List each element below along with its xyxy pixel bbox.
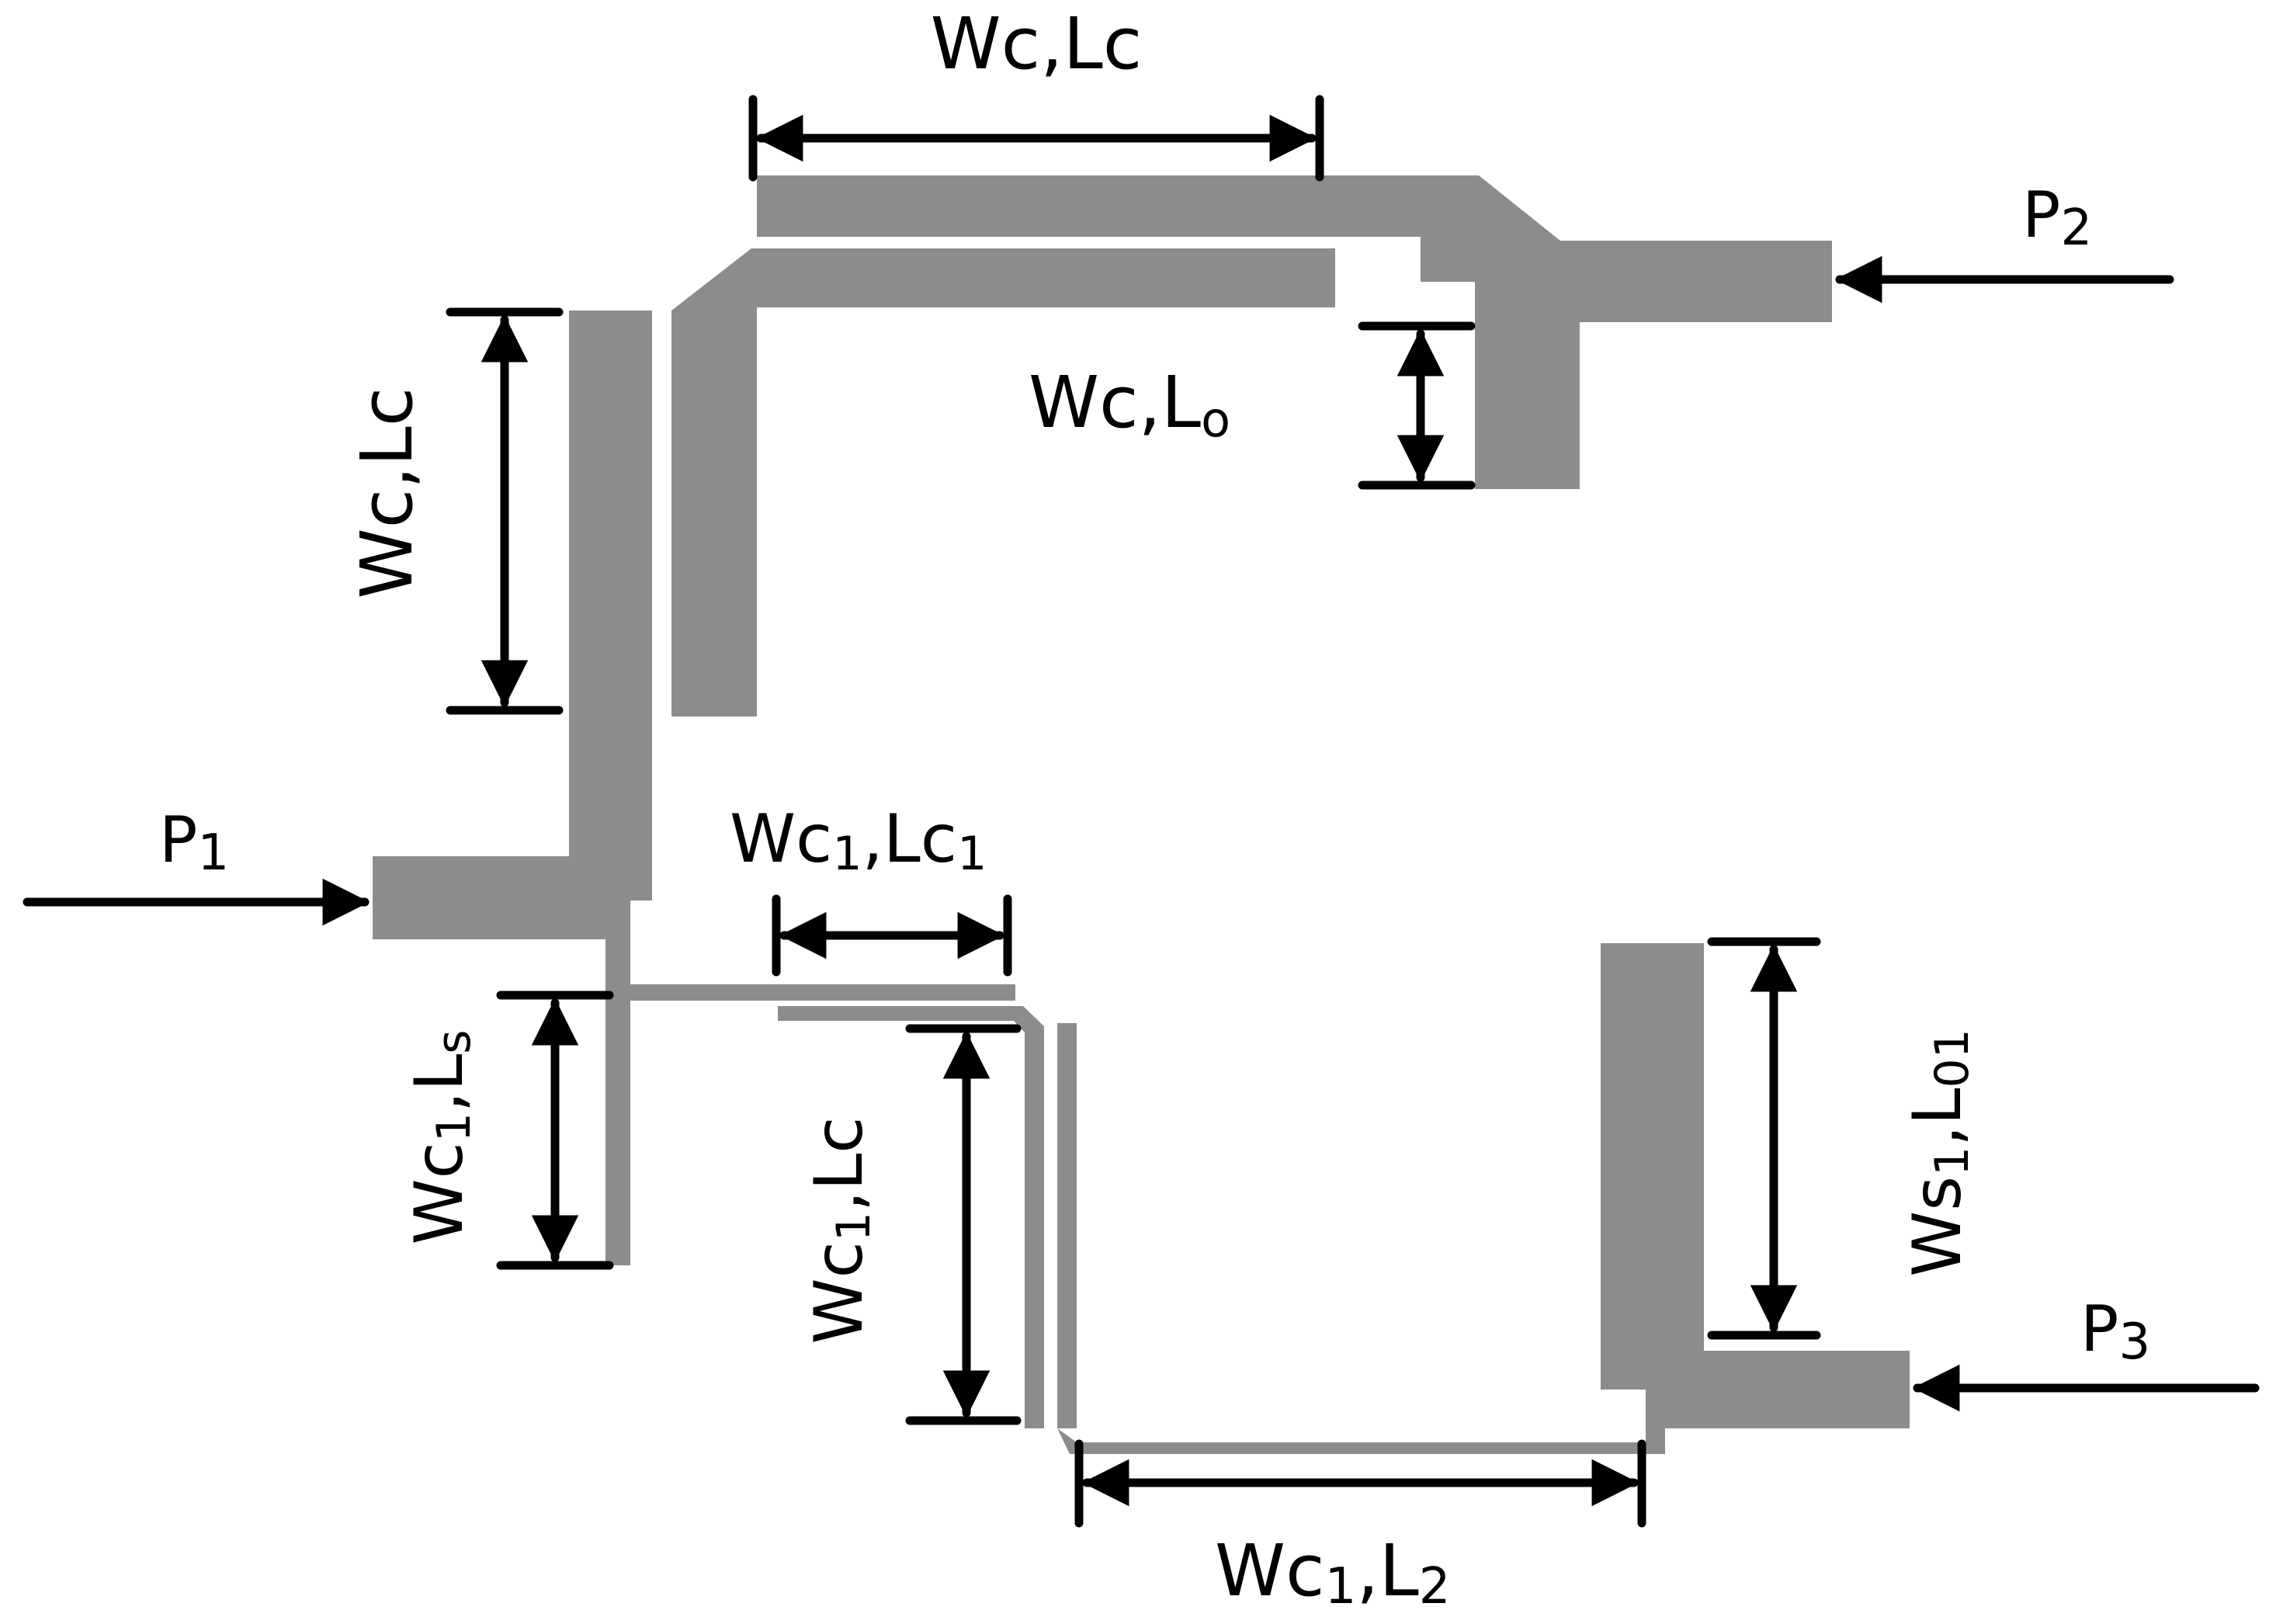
left-coupled-line xyxy=(373,311,652,939)
port-1-label: P1 xyxy=(159,803,229,882)
bottom-line-label: Wc1,L2 xyxy=(1215,1529,1451,1615)
open-stub-label: Wc,Lo xyxy=(1029,361,1230,448)
left-width-label: Wc,Lc xyxy=(345,387,428,599)
middle-coupled-line xyxy=(778,1006,1044,1428)
microstrip-traces xyxy=(373,175,1910,1454)
right-stub-label: Ws1,L01 xyxy=(1899,1029,1979,1277)
bottom-line-and-stub xyxy=(1057,943,1910,1454)
top-inner-coupled-line xyxy=(671,248,1335,717)
top-coupled-line xyxy=(757,175,1832,489)
port-2-label: P2 xyxy=(2022,179,2092,257)
series-stub xyxy=(605,899,1015,1265)
middle-parallel-line xyxy=(1057,1023,1077,1428)
coupling-gap-label: Wc1,Lc1 xyxy=(730,800,987,881)
top-width-label: Wc,Lc xyxy=(931,2,1143,85)
dimension-annotations xyxy=(23,95,2260,1528)
port-3-label: P3 xyxy=(2080,1293,2150,1371)
mid-coupler-label: Wc1,Lc xyxy=(800,1116,881,1344)
series-stub-label: Wc1,Ls xyxy=(401,1029,481,1244)
